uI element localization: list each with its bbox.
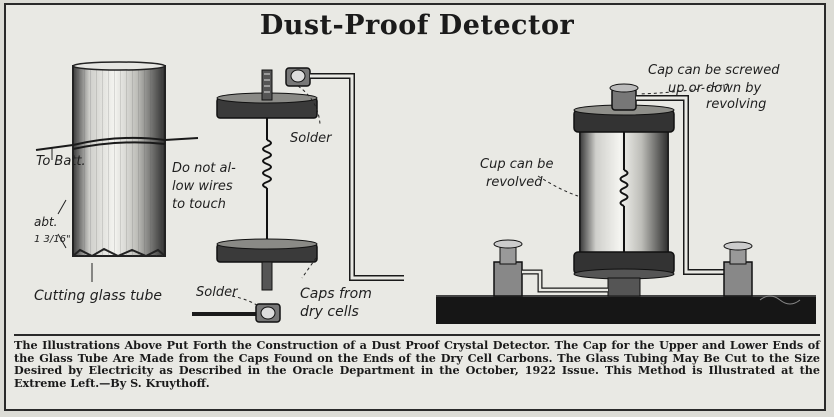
label-do-not-allow-1: Do not al- [172,161,236,176]
label-abt-1: abt. [34,215,58,229]
glass-tube-left [72,61,166,258]
right-top-wire [636,95,726,275]
label-caps-from-2: dry cells [300,304,359,320]
left-binding-post [493,239,608,297]
label-caps-from-1: Caps from [300,286,372,302]
cap-wire-upper [310,73,404,281]
right-binding-post [723,241,753,297]
label-solder-top: Solder [290,131,333,146]
label-cup-revolved-2: revolved [486,175,543,190]
bottom-mount [607,277,641,297]
figure-caption: The Illustrations Above Put Forth the Co… [14,334,820,389]
lower-binding-post [192,303,281,323]
spring [262,118,272,244]
label-do-not-allow-3: to touch [172,197,226,212]
label-to-batt: To Batt. [36,154,86,169]
figure-title: Dust-Proof Detector [259,10,575,41]
label-solder-bottom: Solder [196,285,239,300]
top-adjusting-cap [609,83,639,111]
label-cup-revolved-1: Cup can be [480,157,553,172]
label-cap-screw-3: revolving [706,97,766,112]
lower-cap [216,238,318,291]
wire-loop [35,136,199,151]
label-cap-screw-2: up or down by [668,81,762,96]
base-board [436,295,816,324]
label-abt-2: 1 3/16" [34,234,71,245]
label-do-not-allow-2: low wires [172,179,233,194]
label-cap-screw-1: Cap can be screwed [648,63,780,78]
upper-cap [216,69,318,119]
upper-binding-post [285,67,311,87]
label-cutting-glass-tube: Cutting glass tube [34,288,162,304]
illustration: To Batt. Do not al- low wires to touch a… [34,61,816,324]
assembled-glass-tube [573,104,675,280]
